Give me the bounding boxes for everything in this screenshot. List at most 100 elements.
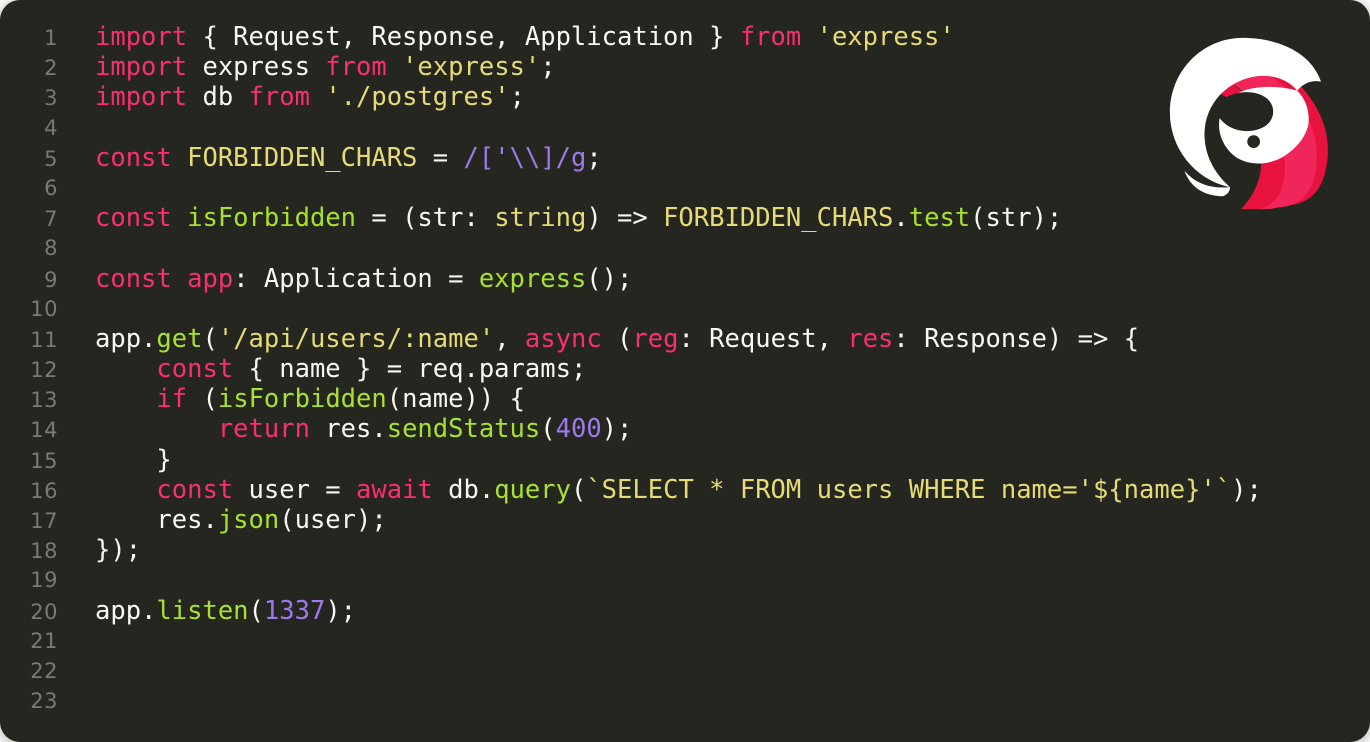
- code-token: 400: [555, 414, 602, 445]
- code-token: (: [601, 323, 633, 354]
- code-token: (: [248, 595, 264, 626]
- code-line[interactable]: 8: [0, 233, 1370, 263]
- line-number: 23: [30, 689, 58, 714]
- code-token: (: [570, 474, 587, 505]
- code-token: [95, 414, 218, 444]
- line-content[interactable]: return res.sendStatus(400);: [58, 414, 633, 445]
- code-token: (: [202, 323, 218, 354]
- code-token: `SELECT * FROM users WHERE name='${name}…: [586, 474, 1232, 505]
- line-content[interactable]: import { Request, Response, Application …: [58, 22, 955, 52]
- code-line[interactable]: 12 const { name } = req.params;: [0, 354, 1370, 384]
- code-token: [95, 354, 156, 384]
- code-token: listen: [156, 595, 249, 626]
- code-token: { Request, Response, Application }: [187, 22, 740, 52]
- code-token: [801, 22, 816, 52]
- line-content[interactable]: const isForbidden = (str: string) => FOR…: [58, 203, 1062, 233]
- code-token: const: [95, 203, 172, 234]
- code-token: app.: [95, 323, 157, 354]
- code-line[interactable]: 6: [0, 173, 1370, 203]
- code-token: app: [187, 263, 234, 294]
- line-number: 10: [30, 296, 58, 321]
- line-content[interactable]: if (isForbidden(name)) {: [58, 384, 525, 414]
- line-content[interactable]: app.listen(1337);: [58, 596, 356, 626]
- code-token: const: [156, 354, 234, 385]
- code-token: [172, 203, 187, 233]
- code-token: express: [478, 263, 587, 294]
- line-content[interactable]: res.json(user);: [58, 505, 387, 535]
- code-token: (name)) {: [386, 384, 525, 415]
- line-content[interactable]: app.get('/api/users/:name', async (reg: …: [58, 324, 1139, 354]
- code-token: test: [908, 203, 971, 234]
- code-token: FORBIDDEN_CHARS: [187, 142, 418, 173]
- code-token: 'express': [816, 22, 955, 52]
- code-token: './postgres': [325, 82, 510, 113]
- line-content[interactable]: });: [58, 535, 141, 565]
- code-line[interactable]: 15 }: [0, 445, 1370, 475]
- line-number: 6: [44, 175, 58, 200]
- code-token: ();: [586, 263, 633, 294]
- code-line[interactable]: 23: [0, 686, 1370, 716]
- code-token: );: [601, 414, 633, 445]
- code-line[interactable]: 16 const user = await db.query(`SELECT *…: [0, 475, 1370, 505]
- code-token: from: [325, 52, 387, 83]
- code-line[interactable]: 19: [0, 565, 1370, 595]
- code-token: ,: [494, 323, 525, 354]
- line-content[interactable]: const app: Application = express();: [58, 264, 632, 294]
- line-number: 3: [44, 86, 58, 111]
- code-token: db: [187, 82, 249, 113]
- line-number: 21: [30, 628, 58, 653]
- code-token: FORBIDDEN_CHARS: [663, 203, 894, 234]
- code-token: const: [156, 474, 234, 505]
- line-content[interactable]: import db from './postgres';: [58, 82, 525, 112]
- code-token: [95, 384, 156, 414]
- code-token: : Response) => {: [893, 323, 1140, 354]
- code-line[interactable]: 13 if (isForbidden(name)) {: [0, 384, 1370, 414]
- code-token: = (str:: [356, 203, 495, 234]
- code-token: res.: [309, 414, 387, 445]
- line-content[interactable]: const FORBIDDEN_CHARS = /['\\]/g;: [58, 143, 602, 173]
- code-token: /['\\]/g: [463, 142, 587, 173]
- code-token: user =: [233, 474, 357, 505]
- code-token: import: [95, 82, 188, 113]
- code-line[interactable]: 4: [0, 113, 1370, 143]
- code-token: string: [494, 203, 587, 234]
- line-number: 5: [44, 146, 58, 171]
- line-content[interactable]: const user = await db.query(`SELECT * FR…: [58, 474, 1261, 505]
- code-token: (user);: [279, 505, 387, 535]
- code-token: reg: [632, 323, 679, 354]
- code-token: isForbidden: [217, 384, 387, 415]
- code-token: isForbidden: [187, 203, 357, 234]
- code-token: [172, 143, 187, 173]
- code-token: ) =>: [586, 203, 664, 234]
- code-token: async: [524, 323, 602, 354]
- code-token: : Request,: [678, 323, 848, 354]
- code-line[interactable]: 21: [0, 626, 1370, 656]
- code-token: json: [217, 505, 280, 535]
- line-content[interactable]: import express from 'express';: [58, 52, 556, 82]
- code-token: sendStatus: [386, 414, 541, 445]
- code-token: ;: [586, 142, 602, 173]
- code-token: 1337: [263, 595, 326, 626]
- line-content[interactable]: const { name } = req.params;: [58, 354, 586, 384]
- code-token: { name } = req.params;: [233, 354, 587, 385]
- code-token: [310, 82, 325, 112]
- line-number: 15: [30, 448, 58, 473]
- line-number: 2: [44, 56, 58, 81]
- code-line[interactable]: 14 return res.sendStatus(400);: [0, 414, 1370, 444]
- code-line[interactable]: 18});: [0, 535, 1370, 565]
- code-line[interactable]: 17 res.json(user);: [0, 505, 1370, 535]
- code-token: .: [893, 203, 909, 234]
- code-line[interactable]: 10: [0, 294, 1370, 324]
- line-content[interactable]: }: [58, 445, 171, 475]
- code-line[interactable]: 22: [0, 656, 1370, 686]
